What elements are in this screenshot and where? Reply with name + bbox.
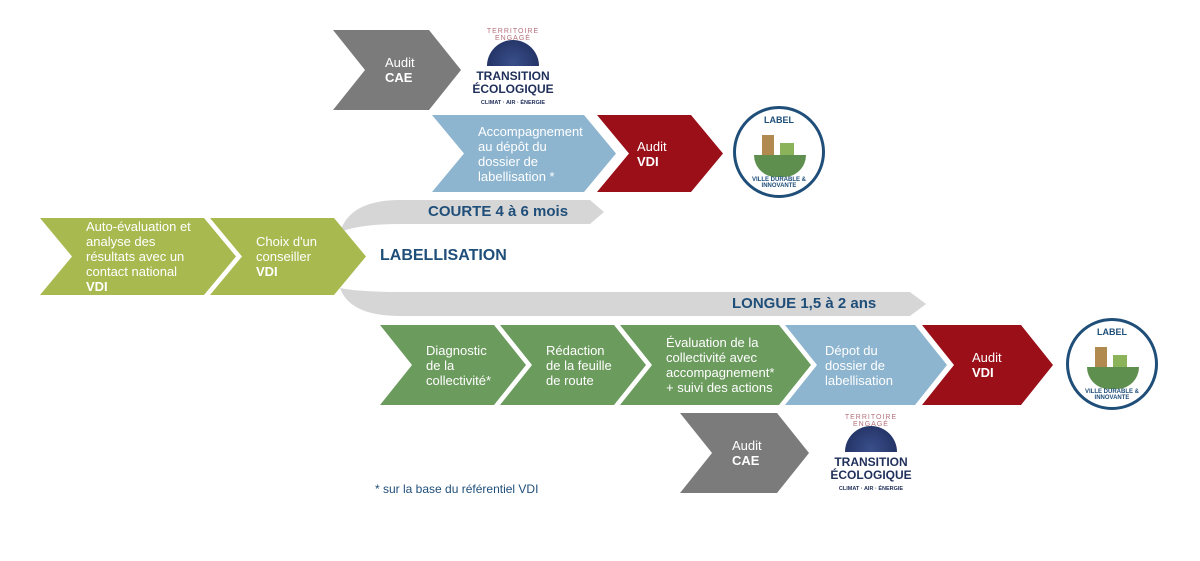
labellisation-label: LABELLISATION [380,247,507,264]
transition-ecologique-logo-top: TERRITOIRE ENGAGÉ TRANSITION ÉCOLOGIQUE … [472,28,554,106]
transition-ecologique-logo-bottom: TERRITOIRE ENGAGÉ TRANSITION ÉCOLOGIQUE … [830,414,912,492]
longue-label: LONGUE 1,5 à 2 ans [732,295,877,312]
longue-arrow [340,288,926,316]
courte-label: COURTE 4 à 6 mois [428,203,569,220]
globe-icon [487,40,539,66]
label-vdi-logo-top: LABEL VILLE DURABLE & INNOVANTE [733,106,825,198]
footnote: * sur la base du référentiel VDI [375,482,539,496]
globe-icon [845,426,897,452]
label-vdi-logo-bottom: LABEL VILLE DURABLE & INNOVANTE [1066,318,1158,410]
courte-arrow [340,200,604,232]
step-evaluation: Évaluation de la collectivité avec accom… [620,325,811,405]
step-auto-evaluation: Auto-évaluation et analyse des résultats… [40,218,236,295]
